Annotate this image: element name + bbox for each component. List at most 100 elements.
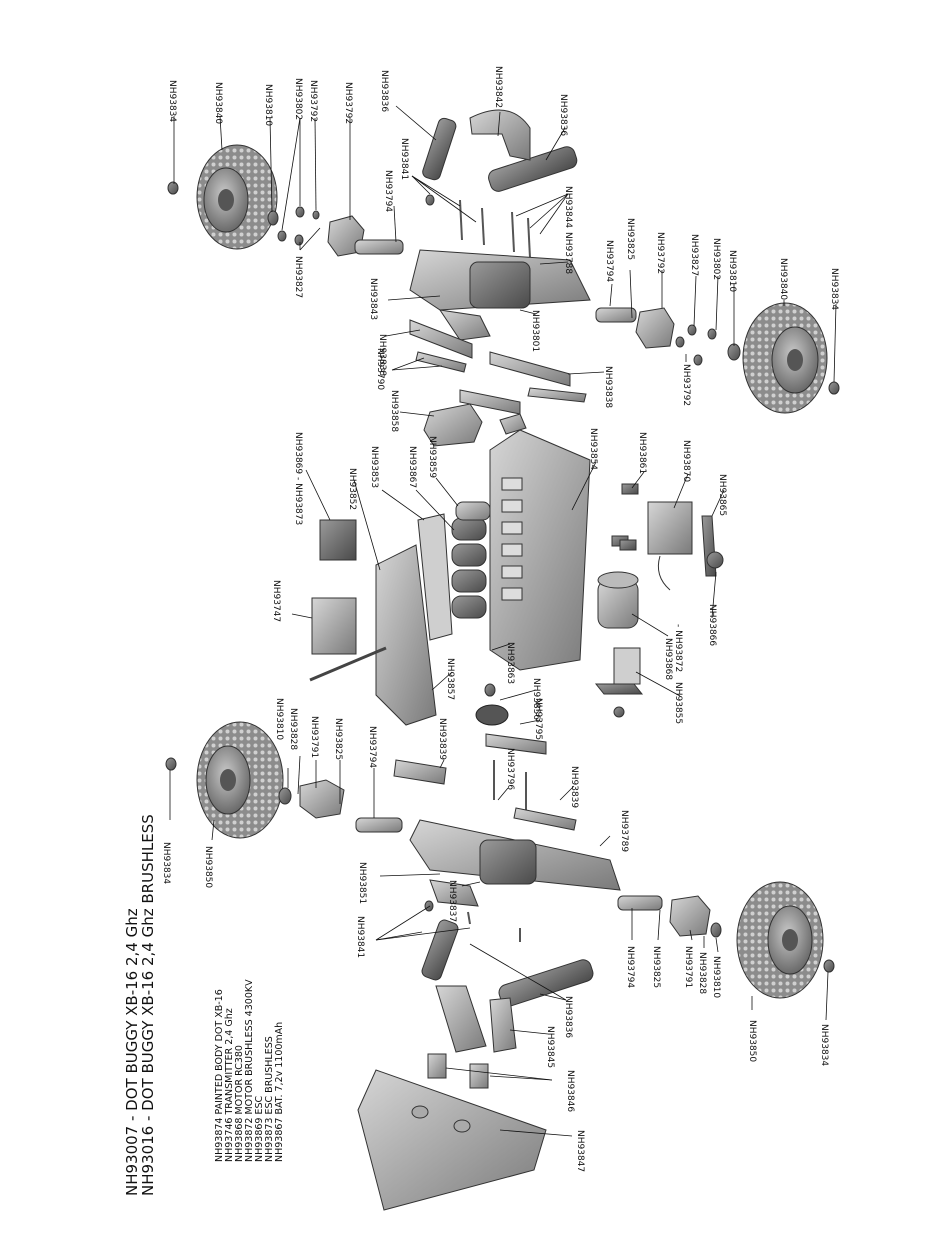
parts-list-item: NH93874 PAINTED BODY DOT XB-16	[214, 989, 225, 1162]
callout-label: NH93869 - NH93873	[293, 432, 303, 525]
callout-label: NH93847	[575, 1130, 585, 1172]
callout-label: NH93841	[355, 916, 365, 958]
callout-label: NH93788	[563, 232, 573, 274]
servo-saver	[701, 515, 724, 577]
callout-label: NH93858	[389, 390, 399, 432]
callout-label: NH93853	[369, 446, 379, 488]
callout-label: NH93834	[167, 80, 177, 122]
callout-label: NH93859	[427, 436, 437, 478]
callout-label: NH93834	[819, 1024, 829, 1066]
callout-label: NH93810	[263, 84, 273, 126]
callout-label: NH93810	[711, 956, 721, 998]
callout-label: NH93854	[588, 428, 598, 470]
callout-label: NH93827	[293, 256, 303, 298]
title-line-1: NH93007 - DOT BUGGY XB-16 2,4 Ghz	[123, 908, 141, 1196]
callout-label: NH93790	[375, 348, 385, 390]
callout-label: NH93795	[533, 698, 543, 740]
callout-label: NH93747	[271, 580, 281, 622]
parts-list-item: NH93746 TRANSMITTER 2,4 Ghz	[224, 1008, 235, 1162]
parts-list-item: NH93872 MOTOR BRUSHLESS 4300KV	[244, 979, 255, 1162]
callout-label: NH93836	[563, 996, 573, 1038]
callout-label: NH93855	[673, 682, 683, 724]
front-gearbox-assembly	[409, 249, 591, 341]
callout-label: NH93870	[681, 440, 691, 482]
callout-label: - NH93872	[673, 624, 683, 672]
upper-plates	[375, 513, 453, 726]
rear-wing	[357, 1069, 547, 1211]
wheel-rear-left	[196, 721, 284, 839]
title-block: NH93007 - DOT BUGGY XB-16 2,4 Ghz NH9301…	[123, 814, 157, 1196]
callout-label: NH93851	[357, 862, 367, 904]
motor	[597, 571, 639, 629]
esc-box	[311, 597, 357, 655]
callout-label: NH93846	[565, 1070, 575, 1112]
callout-label: NH93843	[368, 278, 378, 320]
chassis-plate	[489, 429, 591, 671]
parts-list-item: NH93868 MOTOR RC380	[234, 1045, 245, 1162]
callout-label: NH93794	[604, 240, 614, 282]
steering-assembly	[423, 389, 527, 447]
callout-label: NH93868	[663, 638, 673, 680]
title-line-2: NH93016 - DOT BUGGY XB-16 2,4 Ghz BRUSHL…	[139, 814, 157, 1196]
receiver	[319, 519, 357, 561]
callout-label: NH93840	[778, 258, 788, 300]
rear-gearbox-assembly	[409, 819, 621, 907]
pins	[459, 199, 531, 942]
callout-label: NH93834	[161, 842, 171, 884]
callout-label: NH93789	[619, 810, 629, 852]
callout-label: NH93861	[637, 432, 647, 474]
parts-list-item: NH93869 ESC	[254, 1095, 265, 1162]
callout-label: NH93838	[603, 366, 613, 408]
callout-label: NH93794	[383, 170, 393, 212]
callout-label: NH93796	[505, 748, 515, 790]
callout-label: NH93792	[343, 82, 353, 124]
callout-label: NH93839	[437, 718, 447, 760]
rear-hub-carriers	[299, 779, 711, 937]
callout-label: NH93792	[681, 364, 691, 406]
parts-list-item: NH93867 BAT. 7,2v 1100mAh	[274, 1022, 285, 1162]
parts-list: NH93874 PAINTED BODY DOT XB-16 NH93746 T…	[214, 979, 285, 1162]
rear-shocks	[421, 919, 594, 1007]
callout-label: NH93863	[505, 642, 515, 684]
front-hub-carriers	[327, 215, 675, 349]
callout-label: NH93836	[558, 94, 568, 136]
callout-label: NH93792	[308, 80, 318, 122]
callout-label: NH93827	[689, 234, 699, 276]
front-arms	[409, 319, 587, 403]
servo	[647, 501, 693, 591]
wing-mounts	[427, 985, 517, 1089]
parts-list-item: NH93873 ESC BRUSHLESS	[264, 1036, 275, 1162]
callout-label: NH93791	[683, 946, 693, 988]
callout-label: NH93845	[545, 1026, 555, 1068]
callout-label: NH93791	[309, 716, 319, 758]
callout-label: NH93852	[347, 468, 357, 510]
callout-label: NH93865	[717, 474, 727, 516]
callout-label: NH93825	[625, 218, 635, 260]
callout-label: NH93850	[747, 1020, 757, 1062]
callout-label: NH93844	[563, 186, 573, 228]
antenna-wire	[309, 646, 387, 682]
callout-label: NH93828	[697, 952, 707, 994]
callout-label: NH93838	[377, 334, 387, 376]
leader-lines	[169, 105, 837, 1137]
callout-label: NH93841	[399, 138, 409, 180]
callout-label: NH93842	[493, 66, 503, 108]
callout-label: NH93837	[447, 880, 457, 922]
callout-label: NH93828	[288, 708, 298, 750]
wheel-front-right	[742, 302, 828, 414]
callout-label: NH93794	[367, 726, 377, 768]
callout-label: NH93866	[707, 604, 717, 646]
motor-mount	[594, 647, 644, 695]
rear-arms	[393, 733, 577, 831]
callout-label: NH93810	[274, 698, 284, 740]
callout-label: NH93867	[407, 446, 417, 488]
switches	[611, 483, 639, 551]
callout-label: NH93825	[333, 718, 343, 760]
callout-label: NH93802	[293, 78, 303, 120]
callout-label: NH93857	[445, 658, 455, 700]
battery-pack	[451, 501, 491, 619]
callout-label: NH93801	[530, 310, 540, 352]
wheel-rear-right	[736, 881, 824, 999]
